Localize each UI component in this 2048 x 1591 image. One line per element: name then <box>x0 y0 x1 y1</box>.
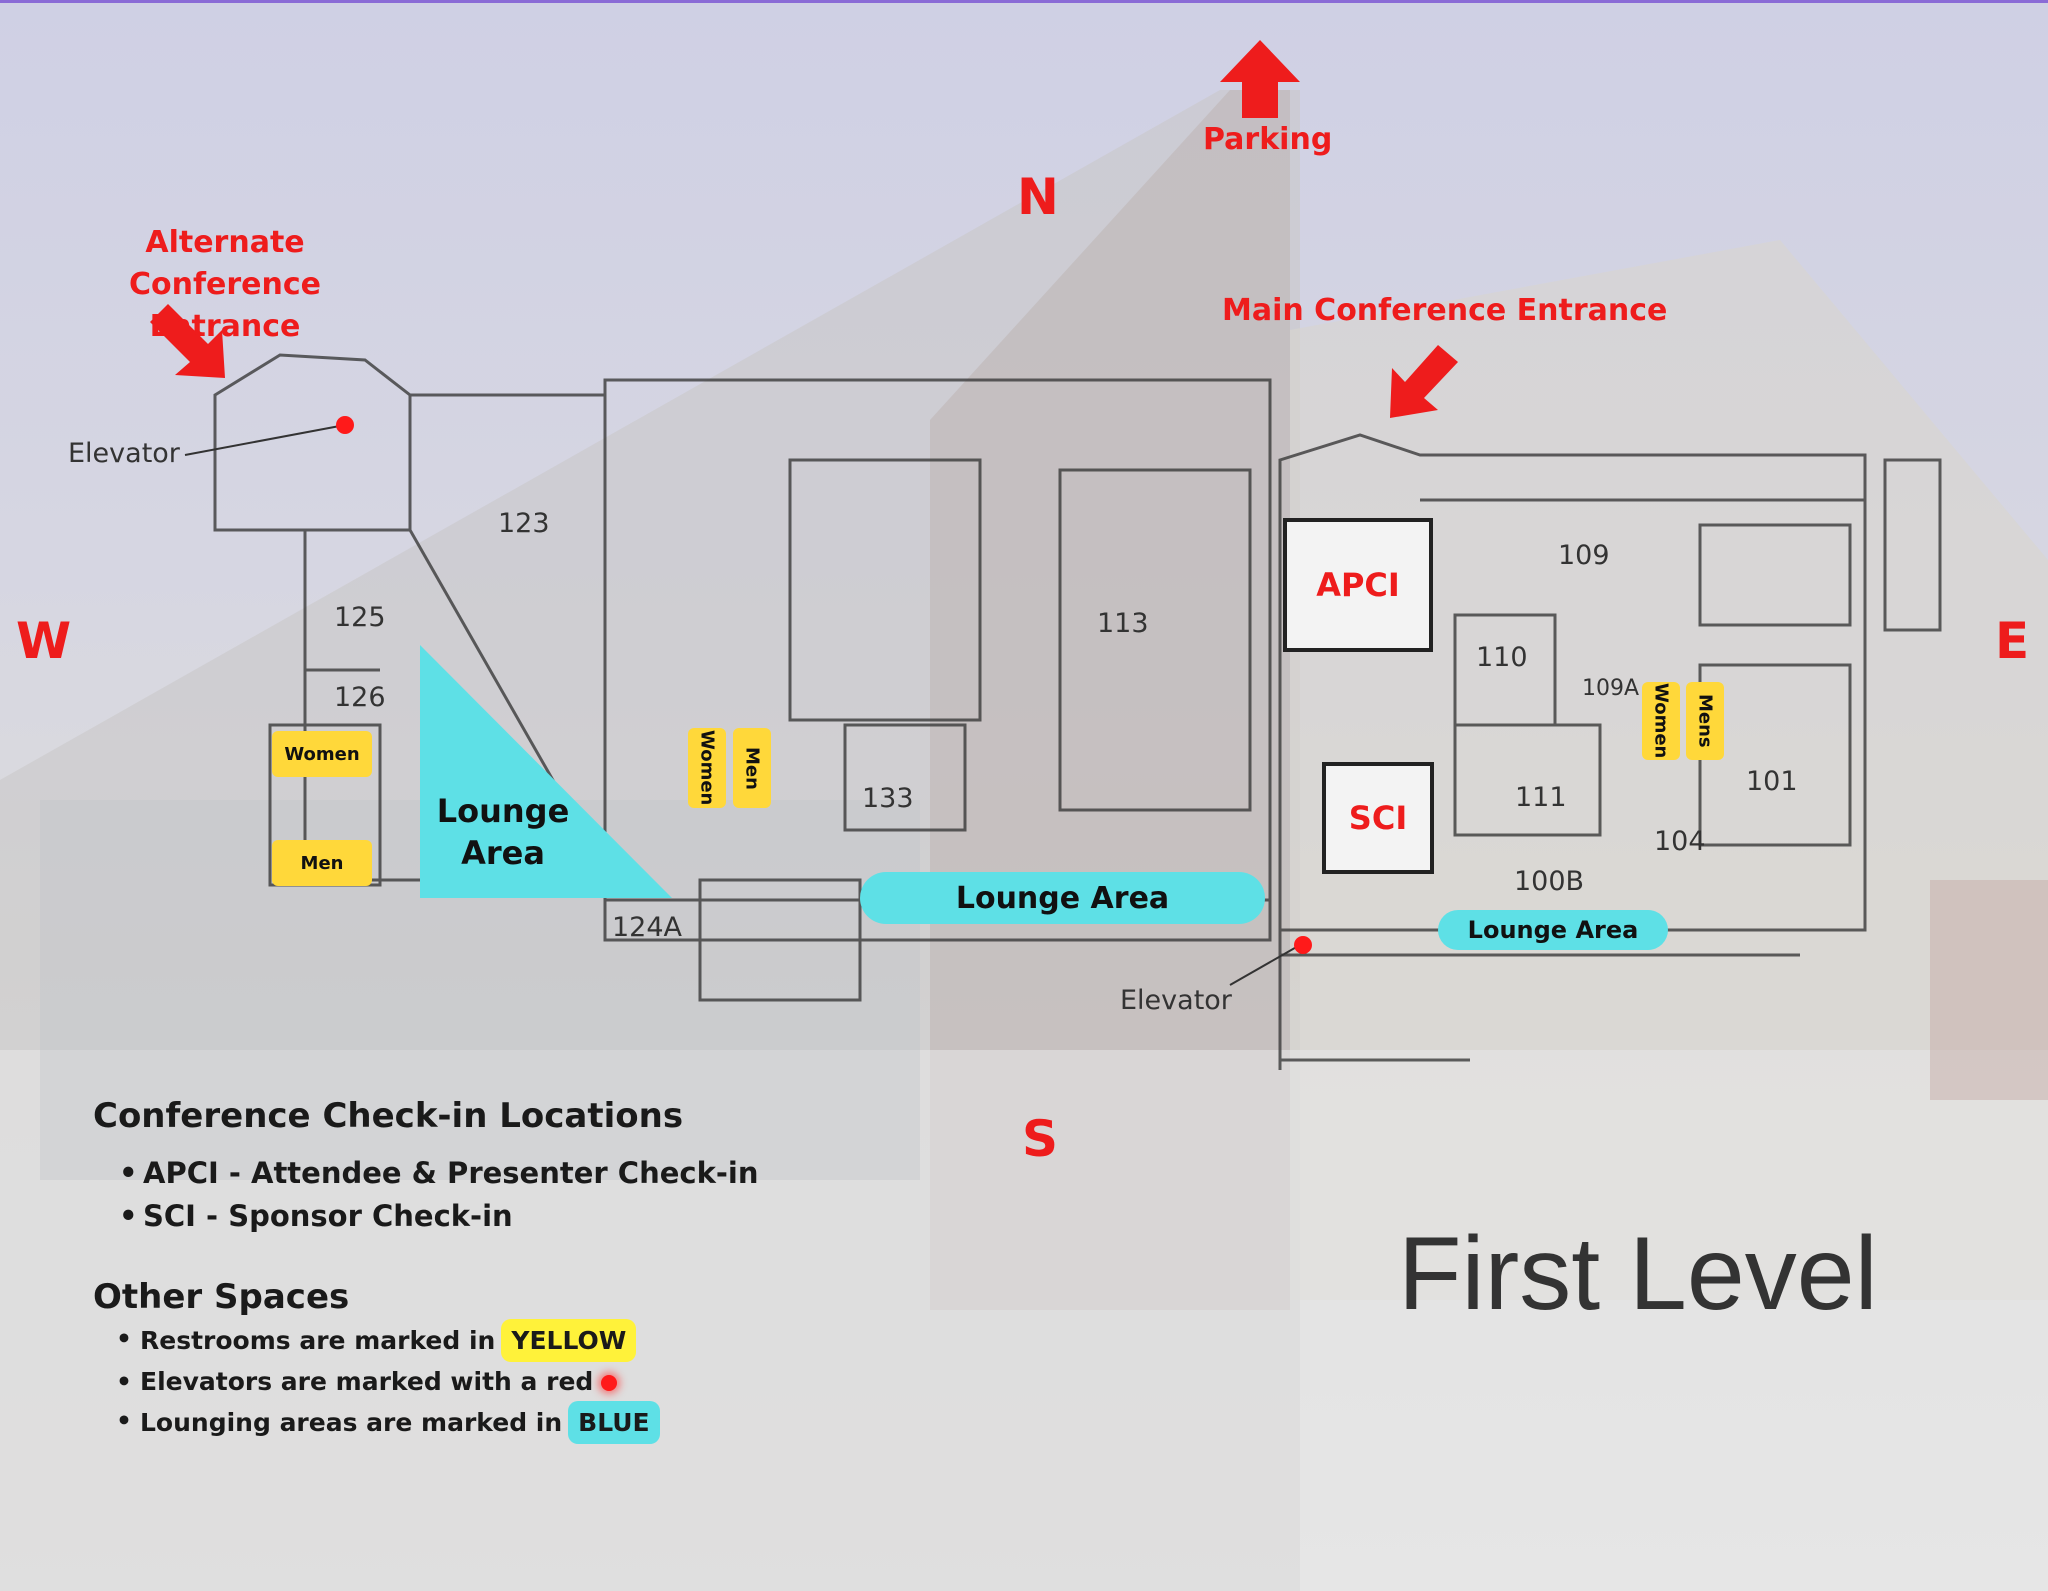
alt-entrance-label: Alternate Conference Entrance <box>128 225 321 344</box>
room-133: 133 <box>862 783 914 814</box>
room-123: 123 <box>498 508 550 539</box>
parking-label: Parking <box>1203 122 1333 157</box>
compass-west: W <box>16 612 72 670</box>
room-111: 111 <box>1515 782 1567 813</box>
legend-checkin-sci: SCI - Sponsor Check-in <box>115 1195 759 1238</box>
elevator-label-south: Elevator <box>1120 985 1232 1016</box>
lounge-triangle <box>420 645 672 898</box>
restroom-men-west: Men <box>272 840 372 886</box>
top-accent-line <box>0 0 2048 3</box>
room-113: 113 <box>1097 608 1149 639</box>
room-101: 101 <box>1746 766 1798 797</box>
parking-arrow <box>1220 40 1300 118</box>
checkin-sci-box: SCI <box>1322 762 1434 874</box>
legend-blue-chip: BLUE <box>568 1401 660 1444</box>
room-125: 125 <box>334 602 386 633</box>
legend-other-title: Other Spaces <box>93 1277 350 1317</box>
legend-elevator-item: Elevators are marked with a red <box>112 1362 660 1401</box>
room-124a: 124A <box>612 912 683 943</box>
room-109: 109 <box>1558 540 1610 571</box>
elevator-label-west: Elevator <box>68 438 180 469</box>
elevator-dot-south <box>1294 936 1312 954</box>
restroom-women-west: Women <box>272 731 372 777</box>
legend-restroom-text: Restrooms are marked in <box>140 1326 496 1355</box>
lounge-area-central: Lounge Area <box>860 872 1265 924</box>
room-126: 126 <box>334 682 386 713</box>
compass-south: S <box>1022 1110 1059 1168</box>
legend-lounge-text: Lounging areas are marked in <box>140 1408 563 1437</box>
legend-checkin-title: Conference Check-in Locations <box>93 1096 684 1136</box>
room-110: 110 <box>1476 642 1528 673</box>
room-104: 104 <box>1654 826 1706 857</box>
restroom-women-east: Women <box>1642 682 1680 760</box>
compass-north: N <box>1017 168 1059 226</box>
room-109a: 109A <box>1582 676 1640 701</box>
lounge-area-east: Lounge Area <box>1438 910 1668 950</box>
restroom-mens-east: Mens <box>1686 682 1724 760</box>
main-entrance-label: Main Conference Entrance <box>1222 293 1668 328</box>
legend-yellow-chip: YELLOW <box>501 1319 637 1362</box>
legend-checkin-apci: APCI - Attendee & Presenter Check-in <box>115 1152 759 1195</box>
room-100b: 100B <box>1514 866 1585 897</box>
lounge-triangle-label: Lounge Area <box>436 792 570 872</box>
restroom-men-central: Men <box>733 728 771 808</box>
main-entrance-arrow <box>1390 345 1458 418</box>
level-title: First Level <box>1398 1216 1878 1332</box>
legend-red-dot <box>601 1375 618 1391</box>
restroom-women-central: Women <box>688 728 726 808</box>
legend-checkin-list: APCI - Attendee & Presenter Check-in SCI… <box>115 1152 759 1238</box>
legend-elevator-text: Elevators are marked with a red <box>140 1367 594 1396</box>
checkin-apci-box: APCI <box>1283 518 1433 652</box>
elevator-dot-west <box>336 416 354 434</box>
compass-east: E <box>1995 612 2030 670</box>
alt-entrance-arrow <box>150 304 225 378</box>
